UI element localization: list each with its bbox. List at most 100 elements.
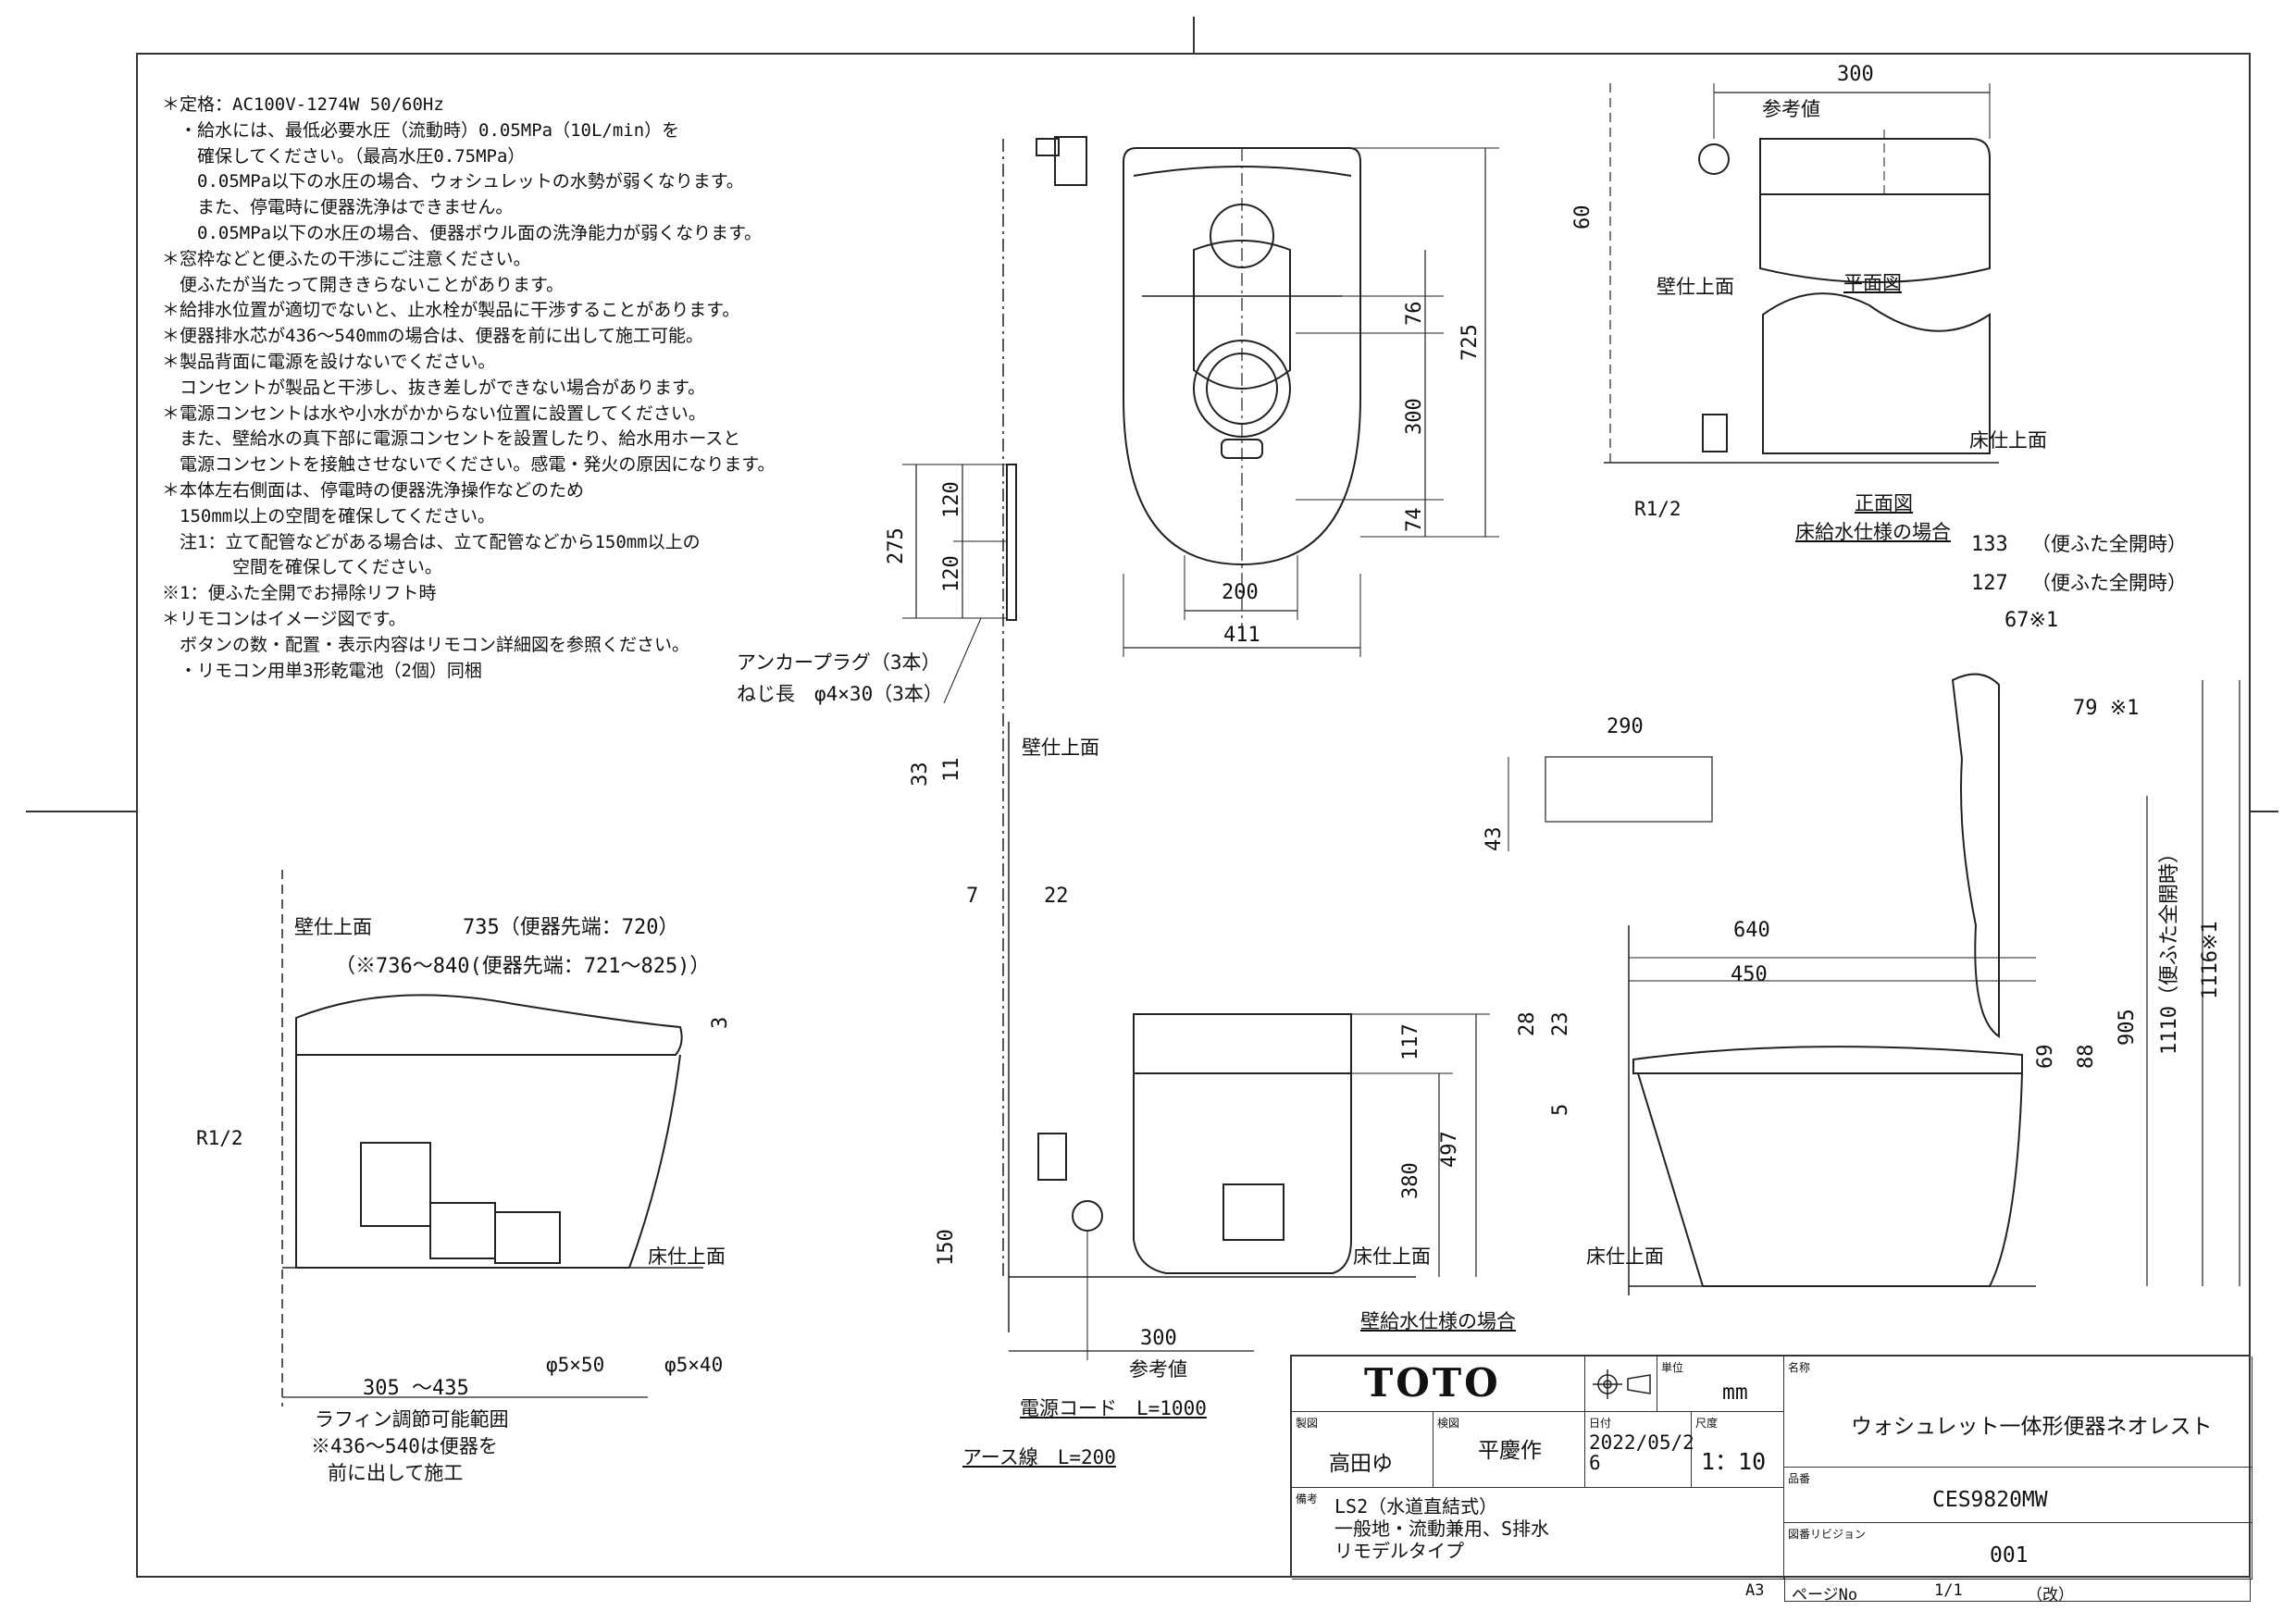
note-line: 便ふたが当たって開ききらないことがあります。	[162, 274, 565, 295]
dim-640: 640	[1733, 919, 1770, 942]
page-value: 1/1	[1934, 1581, 1963, 1600]
check-value: 平慶作	[1478, 1439, 1542, 1463]
plan-front-view	[1604, 83, 1999, 464]
check-caption: 検図	[1437, 1417, 1460, 1430]
note-line: ・リモコン用単3形乾電池（2個）同梱	[162, 660, 482, 681]
dim-28: 28	[1516, 1011, 1539, 1037]
ref-value-label-2: 参考値	[1129, 1358, 1187, 1381]
dim-380: 380	[1399, 1162, 1422, 1199]
side-view-left	[281, 870, 703, 1406]
revision-caption: 図番リビジョン	[1788, 1528, 1867, 1541]
logo-cell: TOTO	[1292, 1357, 1585, 1412]
scale-cell: 尺度 1：10	[1692, 1412, 1784, 1488]
revision-value: 001	[1990, 1543, 2029, 1567]
note-line: ＊電源コンセントは水や小水がかからない位置に設置してください。	[162, 403, 706, 424]
dim-120b: 120	[940, 555, 963, 592]
plan-view-label: 平面図	[1843, 272, 1902, 294]
dim-79: 79 ※1	[2073, 697, 2140, 720]
lid-open-label-1: （便ふた全開時）	[2031, 533, 2187, 555]
note-line: 空間を確保してください。	[162, 557, 442, 578]
note-line: ボタンの数・配置・表示内容はリモコン詳細図を参照ください。	[162, 634, 690, 655]
center-tick-right	[2251, 811, 2278, 812]
product-name: ウォシュレット一体形便器ネオレスト	[1851, 1415, 2213, 1439]
dim-3: 3	[709, 1016, 732, 1029]
unit-cell: 単位 mm	[1657, 1357, 1784, 1412]
drafter-caption: 製図	[1296, 1417, 1319, 1430]
toto-logo: TOTO	[1364, 1360, 1501, 1406]
remarks-value: LS2（水道直結式） 一般地・流動兼用、S排水 リモデルタイプ	[1334, 1495, 1550, 1562]
note-line: 150mm以上の空間を確保してください。	[162, 505, 496, 527]
lid-open-label-2: （便ふた全開時）	[2031, 572, 2187, 594]
dim-300: 300	[1403, 398, 1426, 435]
note-line: また、停電時に便器洗浄はできません。	[162, 197, 514, 218]
dim-22: 22	[1044, 885, 1069, 908]
top-view-toilet	[1002, 136, 1499, 1277]
dim-133: 133	[1971, 533, 2008, 556]
date-cell: 日付 2022/05/2 6	[1585, 1412, 1694, 1488]
spec-notes: ＊定格：AC100V-1274W 50/60Hz ・給水には、最低必要水圧（流動…	[162, 93, 776, 684]
floor-top-label-1: 床仕上面	[1969, 429, 2047, 452]
note-line: 0.05MPa以下の水圧の場合、ウォシュレットの水勢が弱くなります。	[162, 171, 744, 192]
code-cell: 品番 CES9820MW	[1784, 1468, 2253, 1523]
unit-value: mm	[1722, 1381, 1748, 1405]
dim-497: 497	[1438, 1131, 1461, 1168]
dim-23: 23	[1549, 1011, 1572, 1037]
raffin-label-2: ※436～540は便器を	[311, 1435, 498, 1457]
dim-74: 74	[1403, 507, 1426, 533]
floor-top-label-4: 床仕上面	[1586, 1245, 1664, 1268]
note-line: また、壁給水の真下部に電源コンセントを設置したり、給水用ホースと	[162, 428, 741, 450]
note-line: ※1：便ふた全開でお掃除リフト時	[162, 583, 437, 604]
dim-1116: 1116※1	[2199, 921, 2222, 999]
raffin-label-3: 前に出して施工	[328, 1462, 464, 1484]
anchor-label-2: ねじ長 φ4×30（3本）	[737, 683, 943, 705]
phi550-label: φ5×50	[546, 1354, 605, 1376]
remote-plate	[902, 464, 1017, 704]
note-line: ・給水には、最低必要水圧（流動時）0.05MPa（10L/min）を	[162, 119, 680, 141]
page-caption: ページNo	[1792, 1586, 1858, 1604]
dim-736: （※736～840(便器先端：721～825)）	[335, 955, 711, 978]
floor-supply-label: 床給水仕様の場合	[1795, 521, 1951, 543]
dim-725: 725	[1458, 324, 1482, 361]
dim-290: 290	[1607, 715, 1644, 738]
dim-300-top: 300	[1837, 63, 1874, 86]
paper-size: A3	[1745, 1581, 1765, 1600]
date-caption: 日付	[1589, 1417, 1612, 1430]
wall-top-label-3: 壁仕上面	[294, 916, 372, 938]
title-block: TOTO 単位 mm 名称 ウォシュレット一体形便器ネオレスト 製図 高田ゆ 検…	[1290, 1355, 2253, 1580]
raffin-label-1: ラフィン調節可能範囲	[315, 1408, 509, 1431]
date-value: 2022/05/2 6	[1589, 1431, 1694, 1474]
name-cell: 名称 ウォシュレット一体形便器ネオレスト	[1784, 1357, 2253, 1468]
check-cell: 検図 平慶作	[1433, 1412, 1585, 1488]
remarks-cell: 備考 LS2（水道直結式） 一般地・流動兼用、S排水 リモデルタイプ	[1292, 1488, 1784, 1580]
revision-cell: 図番リビジョン 001	[1784, 1523, 2253, 1580]
dim-69: 69	[2034, 1044, 2057, 1070]
dim-200: 200	[1222, 581, 1259, 604]
center-tick-left	[26, 811, 136, 812]
floor-top-label-2: 床仕上面	[648, 1245, 726, 1268]
wall-top-label-2: 壁仕上面	[1022, 737, 1099, 759]
dim-1110: 1110（便ふた全開時）	[2158, 843, 2181, 1055]
dim-5: 5	[1549, 1103, 1572, 1116]
page-mark: （改）	[2027, 1586, 2074, 1604]
drawing-frame	[136, 53, 2251, 1578]
side-view-right	[1628, 673, 2240, 1295]
unit-caption: 単位	[1661, 1361, 1684, 1374]
power-cord-label: 電源コード L=1000	[1020, 1397, 1207, 1419]
projection-symbol-icon	[1593, 1369, 1651, 1399]
dim-411: 411	[1223, 624, 1260, 647]
front-view-label: 正面図	[1855, 492, 1913, 514]
center-tick-top	[1193, 17, 1195, 53]
remarks-caption: 備考	[1296, 1493, 1319, 1505]
dim-300-bottom: 300	[1140, 1327, 1177, 1350]
note-line: ＊給排水位置が適切でないと、止水栓が製品に干渉することがあります。	[162, 300, 740, 321]
scale-caption: 尺度	[1695, 1417, 1719, 1430]
note-line: ＊リモコンはイメージ図です。	[162, 608, 406, 629]
drafter-cell: 製図 高田ゆ	[1292, 1412, 1433, 1488]
code-caption: 品番	[1788, 1472, 1811, 1485]
dim-117: 117	[1399, 1023, 1422, 1060]
dim-67: 67※1	[2004, 609, 2059, 632]
dim-450: 450	[1731, 963, 1768, 986]
drafter-value: 高田ゆ	[1329, 1452, 1393, 1476]
remote-box	[1508, 756, 1713, 851]
note-line: 0.05MPa以下の水圧の場合、便器ボウル面の洗浄能力が弱くなります。	[162, 222, 763, 243]
